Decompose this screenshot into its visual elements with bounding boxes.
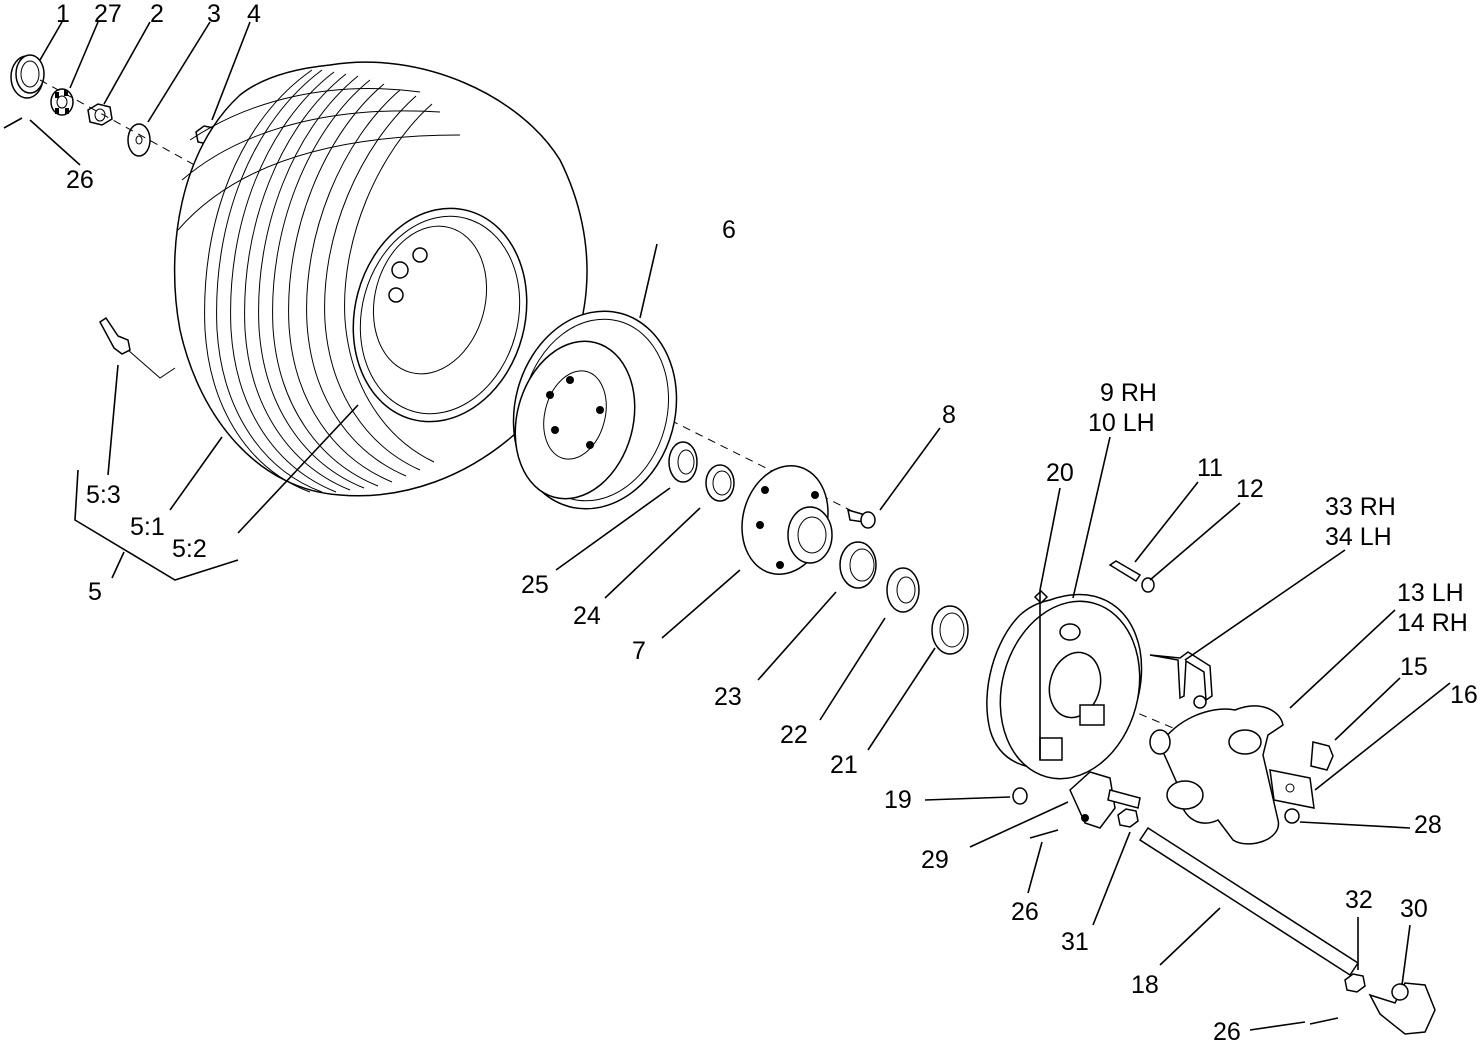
axis-line xyxy=(39,79,241,191)
cotter-pin-part-26 xyxy=(3,117,23,129)
callout-9-rh: 9 RH xyxy=(1100,379,1157,407)
callout-15: 15 xyxy=(1400,653,1428,681)
bearing-cup-part-24 xyxy=(705,464,735,502)
callout-11: 11 xyxy=(1197,454,1223,482)
callout-labels: 1 27 2 3 4 26 6 5:3 5:1 5:2 5 8 9 RH 10 … xyxy=(56,0,1478,1046)
callout-5-3: 5:3 xyxy=(86,481,121,509)
brake-line-part-33-34 xyxy=(1149,651,1213,709)
tie-rod-end-part-29 xyxy=(1069,771,1141,829)
valve-stem-part-5-3 xyxy=(99,316,176,379)
callout-26: 26 xyxy=(1011,898,1039,926)
seal-part-21 xyxy=(931,605,969,655)
callout-18: 18 xyxy=(1131,971,1159,999)
spindle-knuckle-part-13-14 xyxy=(1149,705,1284,845)
callout-27: 27 xyxy=(94,0,122,28)
callout-8: 8 xyxy=(942,401,956,429)
callout-19: 19 xyxy=(884,786,912,814)
bracket-part-16 xyxy=(1269,769,1315,809)
bearing-cup-part-23 xyxy=(839,541,877,589)
callout-16: 16 xyxy=(1450,681,1478,709)
bracket-part-15 xyxy=(1310,741,1334,771)
jam-nut-part-32 xyxy=(1344,973,1366,993)
callout-25: 25 xyxy=(521,571,549,599)
callout-1: 1 xyxy=(56,0,70,28)
callout-31: 31 xyxy=(1061,928,1089,956)
callout-24: 24 xyxy=(573,602,601,630)
cotter-pin-part-26 xyxy=(1029,829,1059,839)
bolt-part-28 xyxy=(1284,808,1300,824)
callout-26: 26 xyxy=(66,166,94,194)
nut-part-2 xyxy=(87,103,113,126)
jam-nut-part-31 xyxy=(1117,808,1139,828)
wheel-part-6 xyxy=(512,310,678,510)
callout-10-lh: 10 LH xyxy=(1088,409,1155,437)
hub-part-7 xyxy=(741,465,833,575)
bolt-part-11 xyxy=(1108,560,1142,583)
callout-2: 2 xyxy=(150,0,164,28)
washer-part-3 xyxy=(127,123,151,157)
lock-nut-part-12 xyxy=(1141,577,1155,593)
callout-14-rh: 14 RH xyxy=(1397,609,1468,637)
callout-3: 3 xyxy=(207,0,221,28)
wheel-stud-part-8 xyxy=(847,508,876,529)
bearing-cone-part-22 xyxy=(886,567,920,613)
callout-13-lh: 13 LH xyxy=(1397,579,1464,607)
leader-lines xyxy=(29,21,1451,1031)
tie-rod-end-part-30 xyxy=(1368,982,1436,1035)
callout-5: 5 xyxy=(88,578,102,606)
brake-backing-plate-part-9-10 xyxy=(986,589,1143,780)
hub-cap-part-1 xyxy=(10,54,45,99)
callout-7: 7 xyxy=(632,637,646,665)
callout-20: 20 xyxy=(1046,459,1074,487)
slotted-nut-part-27 xyxy=(50,88,74,116)
callout-12: 12 xyxy=(1236,475,1264,503)
cotter-pin-part-26 xyxy=(1309,1017,1339,1025)
callout-5-2: 5:2 xyxy=(172,535,207,563)
callout-34-lh: 34 LH xyxy=(1325,523,1392,551)
callout-22: 22 xyxy=(780,721,808,749)
rim-part-5-2 xyxy=(352,207,528,423)
callout-6: 6 xyxy=(722,216,736,244)
bearing-cone-part-25 xyxy=(668,441,698,483)
callout-21: 21 xyxy=(830,751,858,779)
callout-4: 4 xyxy=(247,0,261,28)
callout-32: 32 xyxy=(1345,886,1373,914)
callout-29: 29 xyxy=(921,846,949,874)
callout-26: 26 xyxy=(1213,1018,1241,1046)
callout-5-1: 5:1 xyxy=(130,513,165,541)
callout-28: 28 xyxy=(1414,811,1442,839)
bleeder-fitting-part-19 xyxy=(1012,787,1028,805)
callout-33-rh: 33 RH xyxy=(1325,493,1396,521)
callout-23: 23 xyxy=(714,683,742,711)
callout-30: 30 xyxy=(1400,895,1428,923)
